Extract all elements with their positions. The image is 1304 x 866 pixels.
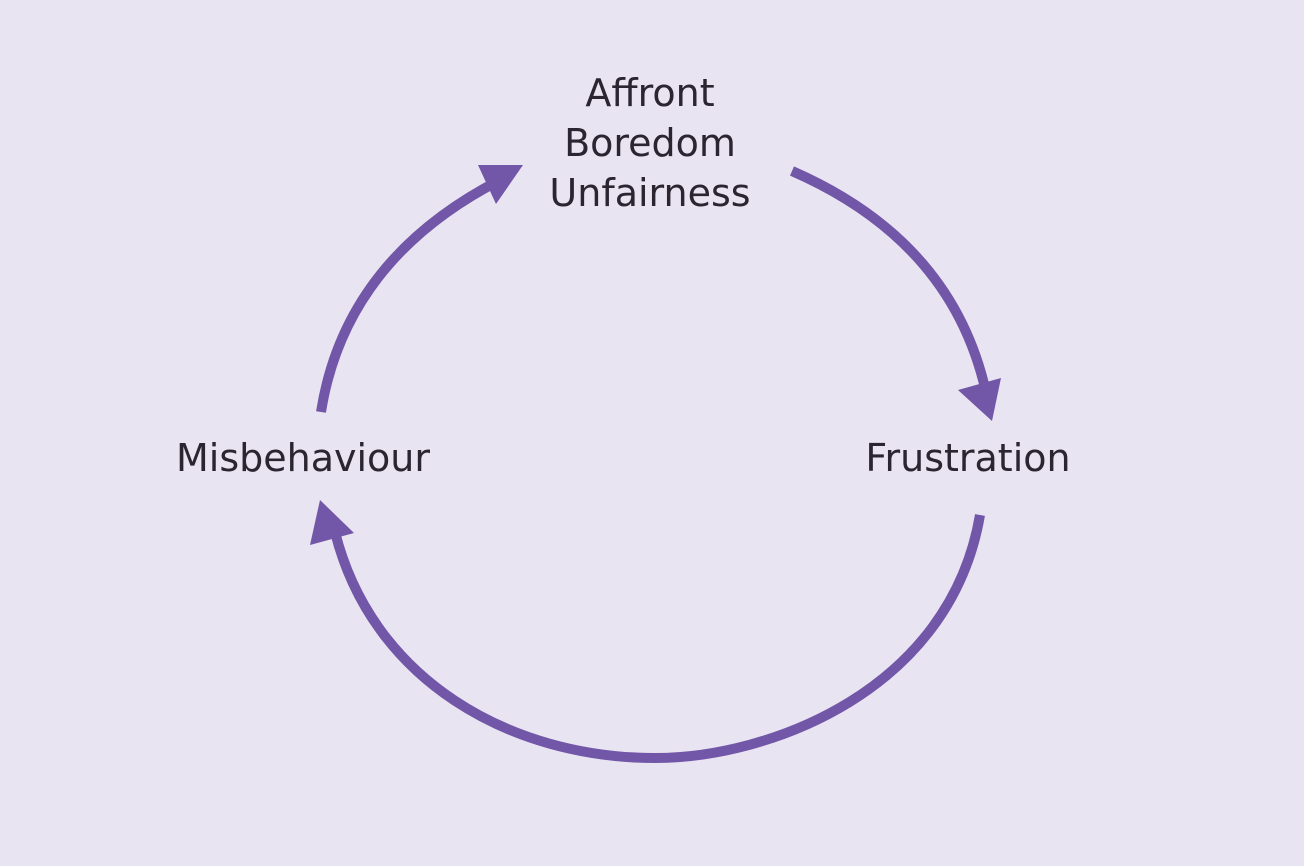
arrow-frustration-to-misbehaviour-head (310, 500, 354, 545)
node-causes: Affront Boredom Unfairness (549, 71, 750, 215)
arrow-causes-to-frustration-head (958, 378, 1001, 421)
arrow-misbehaviour-to-causes (316, 165, 523, 413)
node-frustration: Frustration (865, 436, 1070, 480)
arrow-misbehaviour-to-causes-head (478, 165, 523, 204)
arrow-frustration-to-misbehaviour (310, 500, 985, 764)
arrow-causes-to-frustration-arc (789, 166, 990, 390)
node-causes-line-boredom: Boredom (564, 121, 736, 165)
node-misbehaviour: Misbehaviour (176, 436, 430, 480)
node-causes-line-unfairness: Unfairness (549, 171, 750, 215)
arrow-misbehaviour-to-causes-arc (316, 175, 503, 413)
node-causes-line-affront: Affront (585, 71, 714, 115)
arrow-causes-to-frustration (789, 166, 1001, 421)
arrow-frustration-to-misbehaviour-arc (330, 514, 985, 764)
